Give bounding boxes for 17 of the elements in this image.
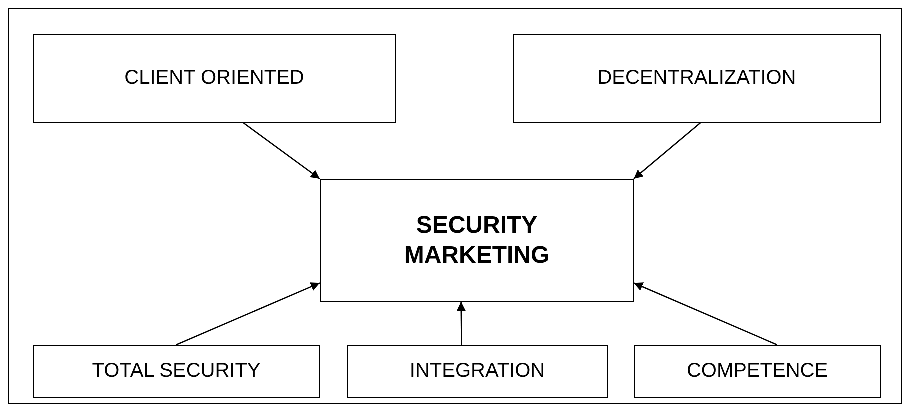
arrow — [634, 122, 702, 180]
concept-box — [513, 34, 881, 123]
arrow — [634, 282, 778, 346]
concept-box — [33, 345, 320, 398]
arrow — [456, 302, 466, 345]
box-label: INTEGRATION — [410, 359, 546, 384]
arrow — [243, 122, 320, 180]
concept-box — [33, 34, 396, 123]
box-label: COMPETENCE — [686, 359, 828, 384]
concept-box — [347, 345, 608, 398]
box-label: CLIENT ORIENTED — [124, 66, 304, 91]
box-label: TOTAL SECURITY — [92, 359, 261, 384]
central-concept-box — [320, 179, 634, 302]
box-label: DECENTRALIZATION — [598, 66, 796, 91]
box-label: SECURITY MARKETING — [403, 210, 551, 270]
arrow — [176, 282, 320, 346]
concept-box — [634, 345, 881, 398]
